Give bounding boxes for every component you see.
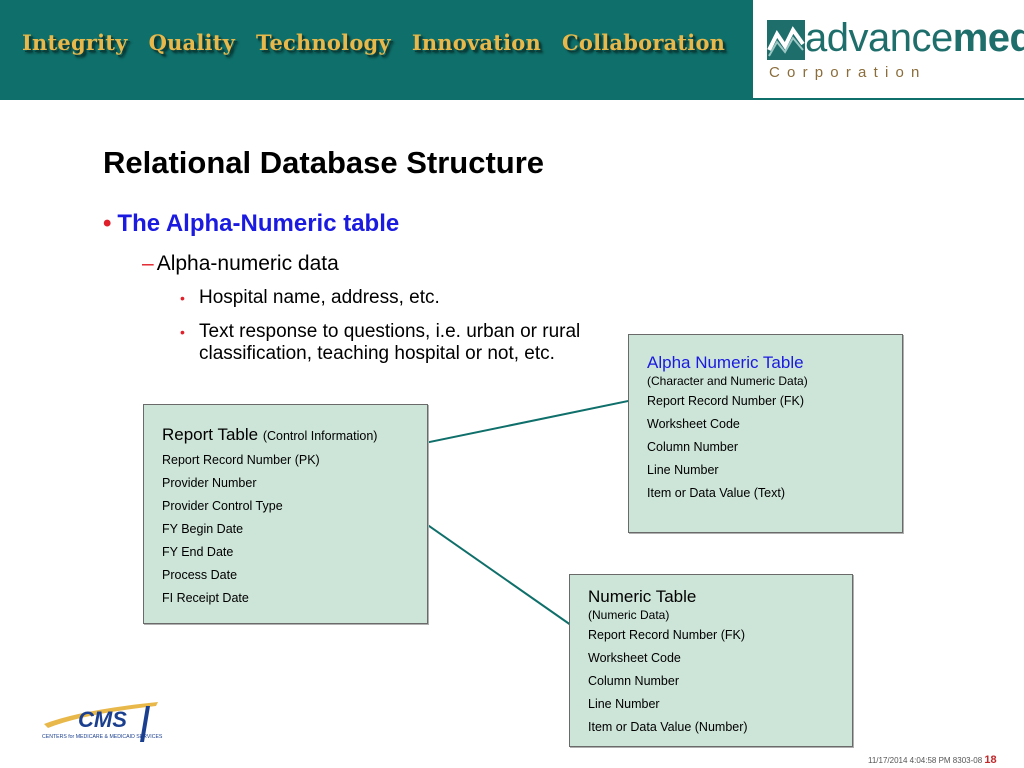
detail-text: Text response to questions, i.e. urban o… <box>199 321 581 364</box>
cms-tagline: CENTERS for MEDICARE & MEDICAID SERVICES <box>42 734 163 740</box>
detail-dot: • <box>180 324 185 340</box>
alpha-table-note: (Character and Numeric Data) <box>647 374 808 388</box>
report-field: FY End Date <box>162 545 234 559</box>
logo-word-light: advance <box>805 16 953 60</box>
bullet-text: The Alpha-Numeric table <box>117 210 400 237</box>
slide-title: Relational Database Structure <box>103 145 545 180</box>
report-field: Provider Number <box>162 476 257 490</box>
header-rule <box>0 98 1024 100</box>
cms-logo-text: CMS <box>78 707 127 732</box>
report-field: FY Begin Date <box>162 522 244 536</box>
numeric-field: Item or Data Value (Number) <box>588 720 748 734</box>
numeric-field: Report Record Number (FK) <box>588 628 745 642</box>
report-table: Report Table (Control Information) Repor… <box>143 404 428 624</box>
report-table-header: Report Table (Control Information) <box>162 425 377 445</box>
numeric-table: Numeric Table (Numeric Data) Report Reco… <box>569 574 853 747</box>
logo-subtitle: Corporation <box>769 64 927 81</box>
value-technology: Technology <box>256 30 391 55</box>
bullet-alpha-numeric-table: •The Alpha-Numeric table <box>103 210 399 238</box>
detail-text: Hospital name, address, etc. <box>199 287 440 308</box>
alpha-field: Report Record Number (FK) <box>647 394 804 408</box>
values-row: Integrity Quality Technology Innovation … <box>22 30 725 55</box>
report-field: FI Receipt Date <box>162 591 249 605</box>
bullet-dot: • <box>103 210 112 237</box>
value-quality: Quality <box>148 30 236 55</box>
logo-wordmark: advancemed <box>805 14 1024 62</box>
report-field: Process Date <box>162 568 238 582</box>
header-banner: Integrity Quality Technology Innovation … <box>0 0 753 98</box>
alpha-field: Line Number <box>647 463 719 477</box>
alpha-table-name: Alpha Numeric Table <box>647 353 804 372</box>
dash-mark: – <box>142 252 154 275</box>
slide-footer: 11/17/2014 4:04:58 PM 8303-08 18 <box>868 754 997 766</box>
report-table-name: Report Table <box>162 425 259 444</box>
logo-word-bold: med <box>952 16 1024 60</box>
numeric-table-note: (Numeric Data) <box>588 608 670 622</box>
numeric-field: Line Number <box>588 697 660 711</box>
value-integrity: Integrity <box>22 30 128 55</box>
detail-dot: • <box>180 290 185 306</box>
alpha-field: Worksheet Code <box>647 417 740 431</box>
advancemed-logo: advancemed Corporation <box>753 0 1024 98</box>
value-collaboration: Collaboration <box>561 30 726 55</box>
report-field: Report Record Number (PK) <box>162 453 320 467</box>
footer-timestamp: 11/17/2014 4:04:58 PM 8303-08 <box>868 756 983 765</box>
alpha-numeric-table: Alpha Numeric Table (Character and Numer… <box>628 334 903 533</box>
sub-bullet-alpha-numeric-data: –Alpha-numeric data <box>142 252 339 276</box>
sub-bullet-text: Alpha-numeric data <box>156 252 339 275</box>
cms-logo: CMS CENTERS for MEDICARE & MEDICAID SERV… <box>42 702 163 742</box>
numeric-table-name: Numeric Table <box>588 587 697 606</box>
value-innovation: Innovation <box>411 30 541 55</box>
report-field: Provider Control Type <box>162 499 283 513</box>
report-table-note: (Control Information) <box>262 429 378 443</box>
advancemed-mark-icon <box>767 20 805 60</box>
numeric-field: Worksheet Code <box>588 651 681 665</box>
page-number: 18 <box>984 754 997 766</box>
numeric-field: Column Number <box>588 674 680 688</box>
alpha-field: Item or Data Value (Text) <box>647 486 786 500</box>
alpha-field: Column Number <box>647 440 739 454</box>
